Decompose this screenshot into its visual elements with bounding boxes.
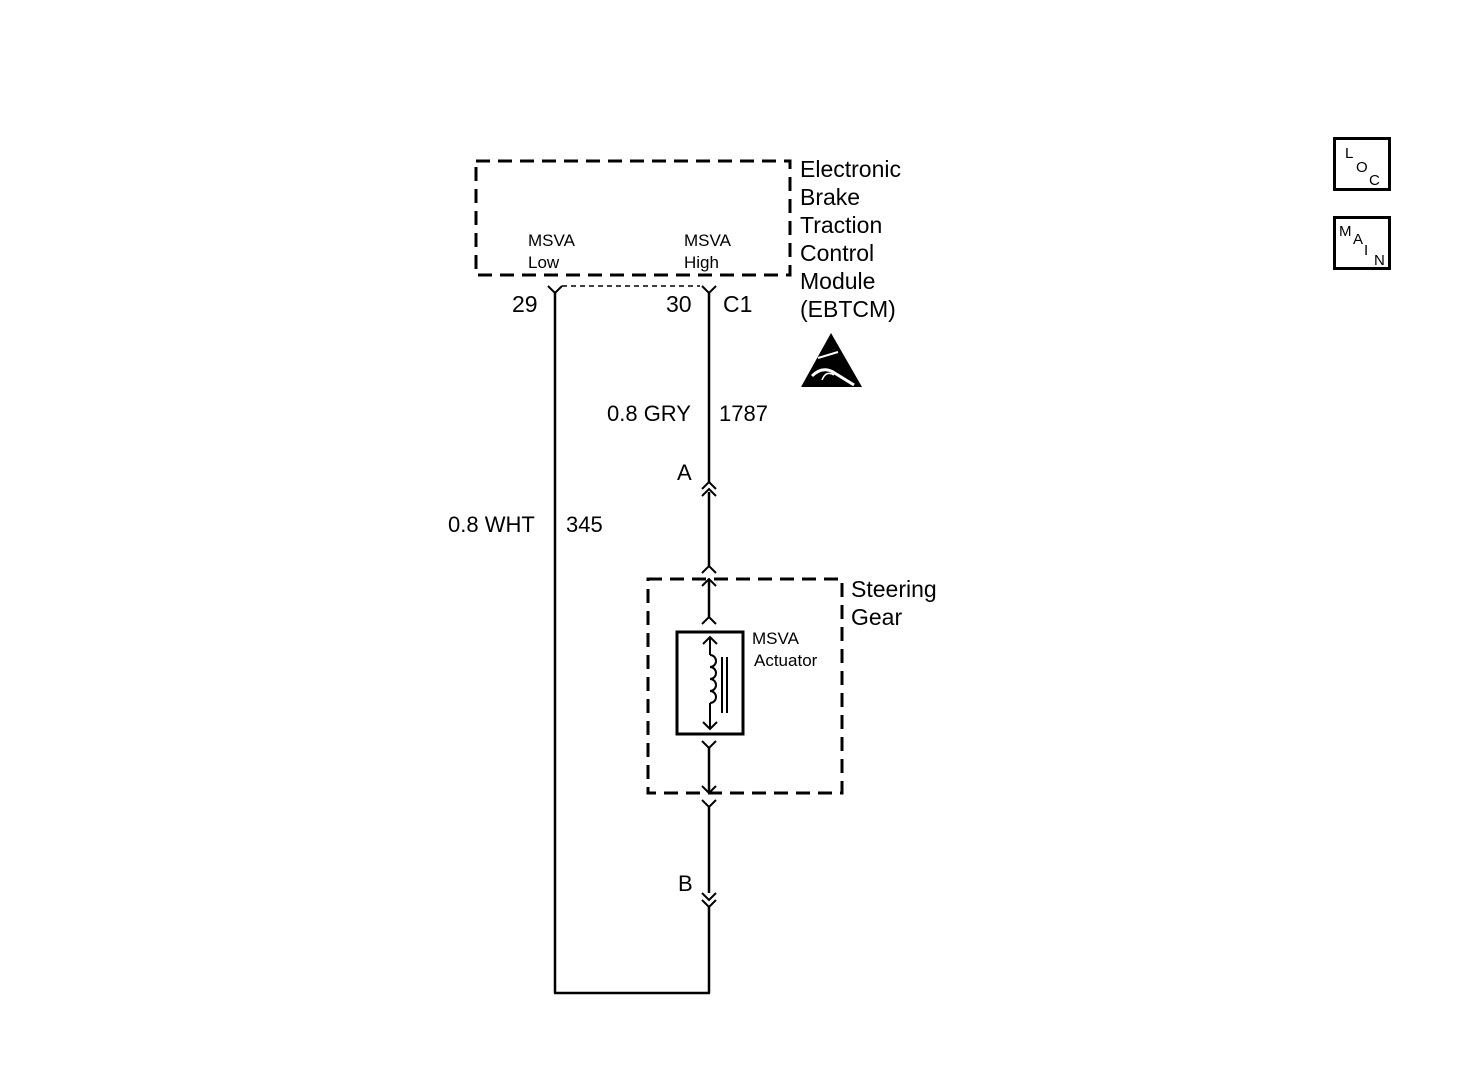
inline-connector-b-label: B <box>678 871 693 896</box>
pin-30-terminal <box>701 285 717 295</box>
steering-gear-name: Steering Gear <box>851 576 943 630</box>
loc-button[interactable]: L O C <box>1333 137 1391 191</box>
connector-c1-label: C1 <box>723 291 752 317</box>
pin-30-number: 30 <box>666 291 692 317</box>
main-button[interactable]: M A I N <box>1333 216 1391 270</box>
wire-1787-size-color: 0.8 GRY <box>607 401 691 426</box>
pin-29-terminal <box>547 285 563 295</box>
pin-name-msva-low: MSVA Low <box>528 231 579 272</box>
msva-actuator-box <box>675 630 745 736</box>
steering-gear-lower-terminal <box>701 799 717 809</box>
inline-connector-a <box>701 480 717 497</box>
wire-345-size-color: 0.8 WHT <box>448 512 535 537</box>
gear-wire-bottom-arrow <box>701 785 717 795</box>
ebtcm-module-name: Electronic Brake Traction Control Module… <box>800 156 907 322</box>
actuator-upper-terminal <box>701 615 717 625</box>
msva-actuator-label: MSVA Actuator <box>752 629 818 670</box>
pin-name-msva-high: MSVA High <box>684 231 735 272</box>
wire-1787-circuit: 1787 <box>719 401 768 426</box>
steering-gear-upper-terminal <box>701 564 717 574</box>
inline-connector-a-label: A <box>677 460 692 485</box>
ebtcm-module-box <box>474 159 792 277</box>
pin-29-number: 29 <box>512 291 538 317</box>
actuator-lower-terminal <box>701 740 717 750</box>
wire-345-circuit: 345 <box>566 512 603 537</box>
solenoid-coil-icon <box>702 635 728 731</box>
steering-gear-box <box>646 577 844 795</box>
inline-connector-b <box>701 892 717 909</box>
esd-sensitive-icon <box>801 333 862 387</box>
